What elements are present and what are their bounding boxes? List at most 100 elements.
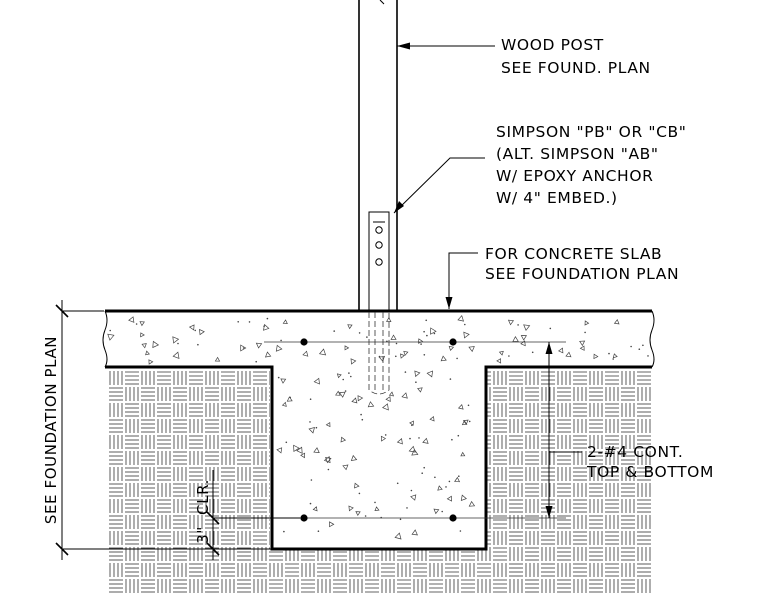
aggregate-dot: [348, 372, 350, 374]
aggregate-speck: [579, 345, 585, 351]
aggregate-dot: [285, 441, 288, 444]
aggregate-dot: [310, 479, 313, 481]
aggregate-dot: [517, 324, 519, 326]
aggregate-dot: [374, 501, 376, 504]
aggregate-speck: [593, 353, 599, 360]
aggregate-dot: [280, 339, 282, 342]
rebar-dimension: [545, 342, 582, 518]
aggregate-speck: [148, 359, 154, 365]
aggregate-dot: [464, 323, 466, 326]
rebar-top-right: [449, 338, 457, 346]
aggregate-dot: [109, 329, 111, 332]
aggregate-dot: [177, 342, 179, 345]
aggregate-speck: [457, 404, 464, 410]
aggregate-speck: [417, 387, 423, 393]
aggregate-speck: [426, 370, 434, 378]
aggregate-speck: [357, 395, 364, 402]
aggregate-speck: [350, 454, 358, 462]
rebar-top-left: [300, 338, 308, 346]
slab-break-right: [649, 310, 655, 368]
aggregate-speck: [440, 355, 447, 362]
aggregate-speck: [342, 464, 349, 471]
aggregate-speck: [139, 321, 145, 327]
aggregate-dot: [423, 330, 425, 333]
aggregate-speck: [348, 505, 354, 512]
aggregate-speck: [293, 444, 300, 453]
aggregate-speck: [347, 324, 353, 330]
aggregate-speck: [457, 315, 465, 322]
aggregate-dot: [333, 330, 336, 332]
aggregate-dot: [420, 343, 422, 345]
aggregate-speck: [275, 344, 283, 352]
post-base-connector: [368, 211, 390, 395]
aggregate-speck: [411, 529, 418, 536]
aggregate-speck: [462, 419, 469, 425]
aggregate-dot: [448, 480, 451, 483]
aggregate-speck: [463, 331, 470, 339]
aggregate-dot: [441, 510, 444, 513]
aggregate-dot: [317, 530, 320, 532]
aggregate-speck: [429, 415, 435, 422]
aggregate-dot: [194, 329, 196, 332]
rebar-note: 2-#4 CONT. TOP & BOTTOM: [586, 443, 714, 481]
aggregate-dot: [344, 390, 347, 392]
aggregate-dot: [399, 518, 402, 521]
aggregate-dot: [508, 355, 510, 357]
aggregate-dot: [433, 332, 436, 335]
aggregate-dot: [531, 351, 534, 354]
aggregate-speck: [313, 377, 320, 385]
aggregate-speck: [396, 438, 403, 445]
aggregate-dot: [255, 360, 257, 363]
aggregate-dot: [342, 378, 345, 381]
aggregate-speck: [409, 420, 414, 426]
aggregate-dot: [638, 348, 641, 351]
aggregate-speck: [433, 508, 440, 515]
aggregate-speck: [422, 437, 429, 444]
aggregate-speck: [418, 338, 424, 344]
aggregate-speck: [460, 451, 466, 457]
aggregate-speck: [308, 427, 315, 434]
aggregate-dot: [467, 404, 470, 407]
see-foundation-plan-dimension-label: SEE FOUNDATION PLAN: [42, 336, 60, 524]
slab-line-1: FOR CONCRETE SLAB: [485, 245, 662, 263]
aggregate-speck: [286, 396, 293, 402]
aggregate-dot: [396, 482, 399, 485]
aggregate-speck: [468, 346, 475, 353]
aggregate-dot: [449, 378, 452, 380]
aggregate-dot: [327, 468, 330, 471]
aggregate-dot: [584, 331, 586, 334]
footing-outline: [105, 365, 652, 551]
aggregate-speck: [400, 353, 405, 359]
aggregate-dot: [364, 515, 367, 517]
aggregate-dot: [283, 530, 285, 533]
rebar-line-2: TOP & BOTTOM: [586, 463, 714, 481]
aggregate-speck: [296, 446, 303, 454]
aggregate-speck: [382, 403, 389, 411]
aggregate-speck: [401, 392, 408, 399]
aggregate-speck: [240, 344, 247, 352]
concrete-aggregate-pattern: [107, 315, 649, 540]
aggregate-speck: [496, 358, 502, 364]
slab-break-left: [102, 310, 108, 368]
aggregate-dot: [642, 344, 644, 347]
aggregate-dot: [421, 472, 424, 475]
aggregate-dot: [415, 381, 417, 384]
aggregate-dot: [350, 375, 352, 378]
aggregate-dot: [263, 325, 265, 328]
slab-note: FOR CONCRETE SLAB SEE FOUNDATION PLAN: [485, 245, 679, 283]
aggregate-speck: [558, 347, 564, 354]
aggregate-dot: [423, 466, 426, 469]
aggregate-speck: [460, 494, 467, 502]
aggregate-speck: [318, 348, 327, 356]
aggregate-speck: [313, 447, 320, 454]
aggregate-speck: [613, 318, 620, 325]
aggregate-dot: [647, 355, 649, 357]
aggregate-speck: [408, 445, 416, 453]
aggregate-speck: [410, 494, 417, 501]
aggregate-dot: [315, 426, 318, 429]
aggregate-speck: [340, 436, 347, 443]
aggregate-dot: [395, 342, 398, 345]
aggregate-dot: [384, 434, 387, 436]
aggregate-speck: [584, 320, 590, 326]
aggregate-speck: [172, 351, 180, 359]
